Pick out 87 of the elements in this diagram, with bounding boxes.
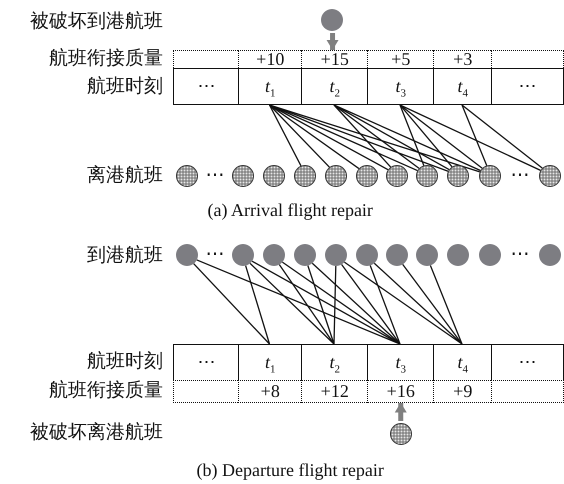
connector-line — [278, 264, 335, 344]
connector-line — [399, 104, 424, 166]
flight-circle — [539, 165, 561, 187]
flight-circle — [447, 244, 469, 266]
connector-line — [312, 262, 400, 344]
flight-circle — [294, 165, 316, 187]
flight-circle — [176, 165, 198, 187]
ellipsis: ⋯ — [510, 244, 530, 266]
connector-line — [196, 259, 400, 345]
table-cell: t$_{2}$ — [301, 68, 368, 105]
connector-line — [250, 262, 334, 344]
table-cell: t$_{3}$ — [367, 344, 434, 381]
connector-line — [462, 104, 543, 169]
flight-circle — [447, 165, 469, 187]
connector-line — [269, 104, 330, 168]
connector-line — [400, 104, 483, 169]
table-cell: t$_{1}$ — [238, 344, 302, 381]
arrow — [326, 32, 339, 50]
connector-line — [333, 266, 336, 344]
table-cell — [491, 380, 564, 402]
flight-circle — [294, 244, 316, 266]
caption: (a) Arrival flight repair — [208, 199, 373, 221]
flight-circle — [263, 165, 285, 187]
flight-circle — [321, 9, 343, 31]
connector-line — [400, 104, 541, 171]
row-label: 被破坏离港航班 — [30, 422, 163, 444]
flight-circle — [232, 244, 254, 266]
connector-line — [461, 104, 488, 166]
connector-line — [334, 104, 481, 172]
table-cell: +12 — [301, 380, 368, 402]
row-label: 被破坏到港航班 — [30, 11, 163, 33]
ellipsis: ⋯ — [206, 165, 224, 187]
table-cell: ⋯ — [173, 344, 240, 381]
table-cell: +16 — [367, 380, 434, 402]
flight-circle — [390, 423, 412, 445]
flight-circle — [539, 244, 561, 266]
flight-circle — [356, 165, 378, 187]
arrow — [394, 402, 407, 421]
connector-line — [334, 104, 450, 170]
table-cell: t$_{2}$ — [301, 344, 368, 381]
connector-line — [370, 265, 401, 344]
flight-circle — [386, 244, 408, 266]
row-label: 航班衔接质量 — [49, 380, 163, 402]
connector-line — [344, 262, 462, 345]
flight-circle — [263, 244, 285, 266]
table-cell: t$_{4}$ — [433, 68, 492, 105]
flight-circle — [325, 165, 347, 187]
flight-circle — [479, 165, 501, 187]
connector-line — [334, 104, 392, 168]
connector-line — [334, 104, 420, 169]
row-label: 离港航班 — [87, 165, 163, 187]
connector-line — [268, 104, 302, 166]
table-cell: t$_{1}$ — [238, 68, 302, 105]
row-label: 航班时刻 — [87, 76, 163, 98]
row-label: 航班时刻 — [87, 351, 163, 373]
table-cell: ⋯ — [491, 68, 564, 105]
flight-circle — [176, 244, 198, 266]
table-cell — [491, 50, 564, 70]
table-cell: t$_{4}$ — [433, 344, 492, 381]
table-cell: +8 — [238, 380, 302, 402]
ellipsis: ⋯ — [510, 165, 530, 187]
row-label: 航班衔接质量 — [49, 48, 163, 70]
table-cell: +9 — [433, 380, 492, 402]
table-cell: ⋯ — [491, 344, 564, 381]
flight-circle — [325, 244, 347, 266]
flight-circle — [416, 244, 438, 266]
connector-line — [252, 260, 400, 345]
connector-line — [374, 262, 462, 344]
flight-circle — [479, 244, 501, 266]
flight-circle — [232, 165, 254, 187]
connector-line — [402, 264, 463, 344]
connector-line — [245, 266, 270, 344]
flight-circle — [356, 244, 378, 266]
flight-circle — [386, 165, 408, 187]
table-cell — [173, 380, 240, 402]
flight-circle — [416, 165, 438, 187]
connector-line — [193, 263, 270, 344]
table-cell: ⋯ — [173, 68, 240, 105]
connector-line — [400, 104, 453, 168]
caption: (b) Departure flight repair — [196, 459, 384, 481]
table-cell: t$_{3}$ — [367, 68, 434, 105]
ellipsis: ⋯ — [206, 244, 224, 266]
connector-line — [307, 265, 335, 344]
connector-line — [269, 104, 388, 170]
row-label: 到港航班 — [87, 245, 163, 267]
connector-line — [341, 264, 401, 344]
connector-line — [430, 265, 463, 344]
